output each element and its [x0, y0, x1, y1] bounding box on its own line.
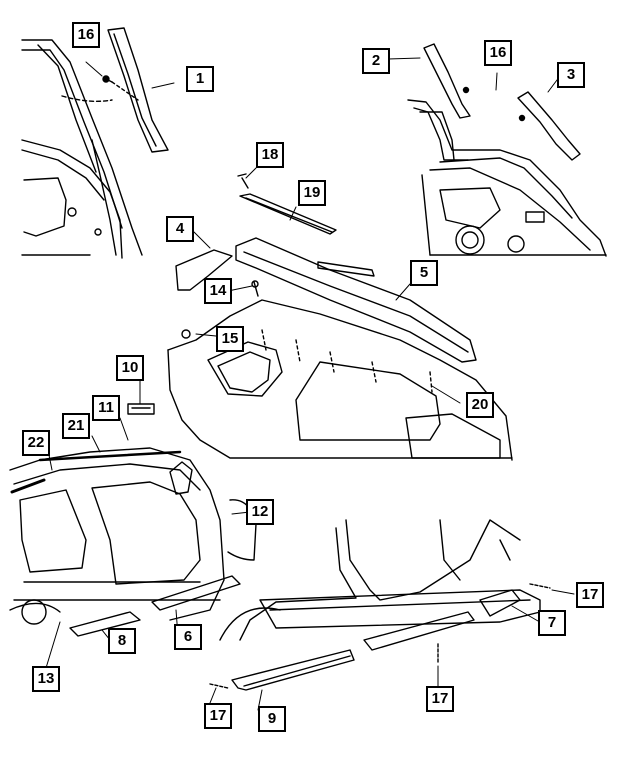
screws-17: [209, 583, 551, 689]
leader-lines: [45, 57, 575, 711]
callout-14: 14: [204, 278, 232, 304]
sill-molding-9: [231, 649, 355, 691]
door-frame-molding-2: [423, 43, 471, 119]
callout-6: 6: [174, 624, 202, 650]
belt-molding-clip-10: [127, 403, 155, 415]
body-side-molding-8: [69, 611, 141, 637]
rocker-sill-illustration: [219, 519, 541, 641]
bolt-14: [251, 280, 259, 297]
callout-15: 15: [216, 326, 244, 352]
callout-3: 3: [557, 62, 585, 88]
callout-19: 19: [298, 180, 326, 206]
callout-16-right: 16: [484, 40, 512, 66]
roof-rail-strip-19: [239, 193, 337, 235]
b-pillar-applique-1: [107, 27, 169, 153]
callout-4: 4: [166, 216, 194, 242]
callout-9: 9: [258, 706, 286, 732]
side-body-illustration: [9, 447, 257, 625]
callout-7: 7: [538, 610, 566, 636]
callout-12: 12: [246, 499, 274, 525]
callout-10: 10: [116, 355, 144, 381]
screw-16-left: [102, 75, 139, 101]
callout-21: 21: [62, 413, 90, 439]
callout-17-bottom: 17: [426, 686, 454, 712]
callout-1: 1: [186, 66, 214, 92]
callout-5: 5: [410, 260, 438, 286]
roof-and-rack-illustration: [167, 237, 513, 461]
callout-17-left: 17: [204, 703, 232, 729]
screw-16-right: [462, 86, 526, 122]
callout-20: 20: [466, 392, 494, 418]
rear-door-illustration: [21, 39, 143, 259]
callout-8: 8: [108, 628, 136, 654]
rear-rocker-extension-7: [479, 589, 521, 617]
callout-2: 2: [362, 48, 390, 74]
screw-18: [237, 173, 249, 189]
body-side-molding-6: [151, 575, 241, 611]
callout-18: 18: [256, 142, 284, 168]
door-frame-molding-3: [517, 91, 581, 161]
callout-11: 11: [92, 395, 120, 421]
sill-molding-right: [363, 611, 475, 651]
callout-17-right: 17: [576, 582, 604, 608]
callout-16-left: 16: [72, 22, 100, 48]
callout-13: 13: [32, 666, 60, 692]
callout-22: 22: [22, 430, 50, 456]
front-door-illustration: [407, 99, 607, 257]
